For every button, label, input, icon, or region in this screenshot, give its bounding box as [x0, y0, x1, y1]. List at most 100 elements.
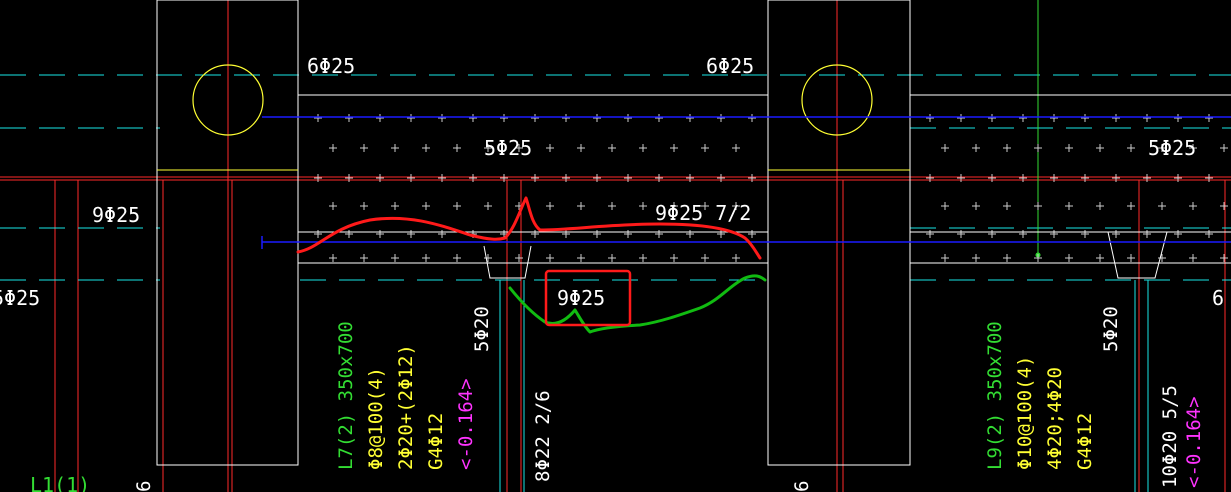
column-circle-right: [801, 64, 873, 136]
hatch-cross: [686, 114, 694, 122]
cyan-verticals: [499, 280, 1149, 492]
hatch-cross: [639, 254, 647, 262]
hatch-cross: [972, 202, 980, 210]
hatch-cross: [376, 114, 384, 122]
hatch-cross: [593, 174, 601, 182]
label-vert-5phi20-a: 5Φ20: [471, 306, 493, 352]
hatch-cross: [360, 254, 368, 262]
rebar-labels: 6Φ25 6Φ25 5Φ25 5Φ25 9Φ25 9Φ25 7/2 9Φ25 5…: [0, 54, 1224, 492]
label-beam-rebar: 9Φ25 7/2: [655, 201, 751, 225]
hatch-cross: [577, 254, 585, 262]
hatch-cross: [593, 230, 601, 238]
hatch-cross: [624, 174, 632, 182]
hatch-cross: [376, 174, 384, 182]
hatch-cross: [422, 144, 430, 152]
hatch-cross: [531, 174, 539, 182]
hatch-cross: [608, 254, 616, 262]
hatch-cross: [1174, 174, 1182, 182]
hatch-cross: [1205, 114, 1213, 122]
hatch-cross: [624, 114, 632, 122]
hatch-cross: [438, 174, 446, 182]
L7-elevation: <-0.164>: [455, 378, 477, 470]
hatch-cross: [1050, 174, 1058, 182]
hatch-cross: [329, 144, 337, 152]
markup-red-curve: [296, 196, 762, 260]
hatch-cross: [608, 202, 616, 210]
label-left-rebar: 9Φ25: [92, 203, 140, 227]
hatch-cross: [376, 230, 384, 238]
hatch-cross: [1065, 254, 1073, 262]
hatch-cross: [941, 202, 949, 210]
hatch-cross: [608, 144, 616, 152]
label-mid-right: 5Φ25: [1148, 136, 1196, 160]
L7-stirrup: Φ8@100(4): [365, 367, 387, 470]
hatch-cross: [1220, 202, 1228, 210]
hatch-cross: [748, 230, 756, 238]
slab-hatch: [314, 114, 1228, 262]
hatch-cross: [1158, 202, 1166, 210]
hatch-cross: [957, 114, 965, 122]
hatch-cross: [926, 230, 934, 238]
hatch-cross: [314, 230, 322, 238]
hatch-cross: [1019, 230, 1027, 238]
hatch-cross: [515, 144, 523, 152]
beam-L7-annotation: L7(2) 350x700 Φ8@100(4) 2Φ20+(2Φ12) G4Φ1…: [335, 321, 477, 470]
label-left-edge: 5Φ25: [0, 286, 40, 310]
hatch-cross: [1019, 114, 1027, 122]
label-right-edge: 6: [1212, 286, 1224, 310]
hatch-cross: [1065, 202, 1073, 210]
hatch-cross: [701, 144, 709, 152]
hatch-cross: [988, 174, 996, 182]
hatch-cross: [941, 254, 949, 262]
L7-name: L7(2) 350x700: [335, 321, 357, 470]
dashed-lines: [0, 74, 1231, 281]
hatch-cross: [717, 174, 725, 182]
hatch-cross: [1050, 114, 1058, 122]
hatch-cross: [329, 202, 337, 210]
hatch-cross: [686, 230, 694, 238]
hatch-cross: [314, 114, 322, 122]
markup-red-box: [544, 269, 632, 327]
structure-outlines: [156, 0, 1231, 466]
hatch-cross: [1003, 144, 1011, 152]
hatch-cross: [438, 114, 446, 122]
hatch-cross: [1220, 144, 1228, 152]
hatch-cross: [577, 144, 585, 152]
hatch-cross: [717, 114, 725, 122]
hatch-cross: [748, 114, 756, 122]
label-mid-center: 5Φ25: [484, 136, 532, 160]
hatch-cross: [732, 254, 740, 262]
hatch-cross: [926, 174, 934, 182]
hatch-cross: [732, 202, 740, 210]
label-edge-6-right: 6: [791, 481, 813, 492]
hatch-cross: [1096, 202, 1104, 210]
hatch-cross: [701, 254, 709, 262]
hatch-cross: [655, 174, 663, 182]
hatch-cross: [1065, 144, 1073, 152]
hatch-cross: [1189, 144, 1197, 152]
hatch-cross: [500, 174, 508, 182]
L9-elevation: <-0.164>: [1183, 396, 1205, 488]
hatch-cross: [1081, 114, 1089, 122]
hatch-cross: [360, 144, 368, 152]
hatch-cross: [1034, 202, 1042, 210]
hatch-cross: [577, 202, 585, 210]
hatch-cross: [1034, 254, 1042, 262]
hatch-cross: [562, 174, 570, 182]
hatch-cross: [469, 114, 477, 122]
label-bottom-left: L1(1): [30, 473, 90, 492]
hatch-cross: [531, 230, 539, 238]
hatch-cross: [972, 144, 980, 152]
L9-stirrup: Φ10@100(4): [1014, 356, 1036, 470]
hatch-cross: [1220, 254, 1228, 262]
hatch-cross: [453, 254, 461, 262]
hatch-cross: [484, 202, 492, 210]
hatch-cross: [1003, 202, 1011, 210]
hatch-cross: [670, 144, 678, 152]
hatch-cross: [1143, 114, 1151, 122]
hatch-cross: [484, 144, 492, 152]
hatch-cross: [655, 230, 663, 238]
L9-main: 4Φ20;4Φ20: [1044, 367, 1066, 470]
hatch-cross: [732, 144, 740, 152]
hatch-cross: [407, 114, 415, 122]
